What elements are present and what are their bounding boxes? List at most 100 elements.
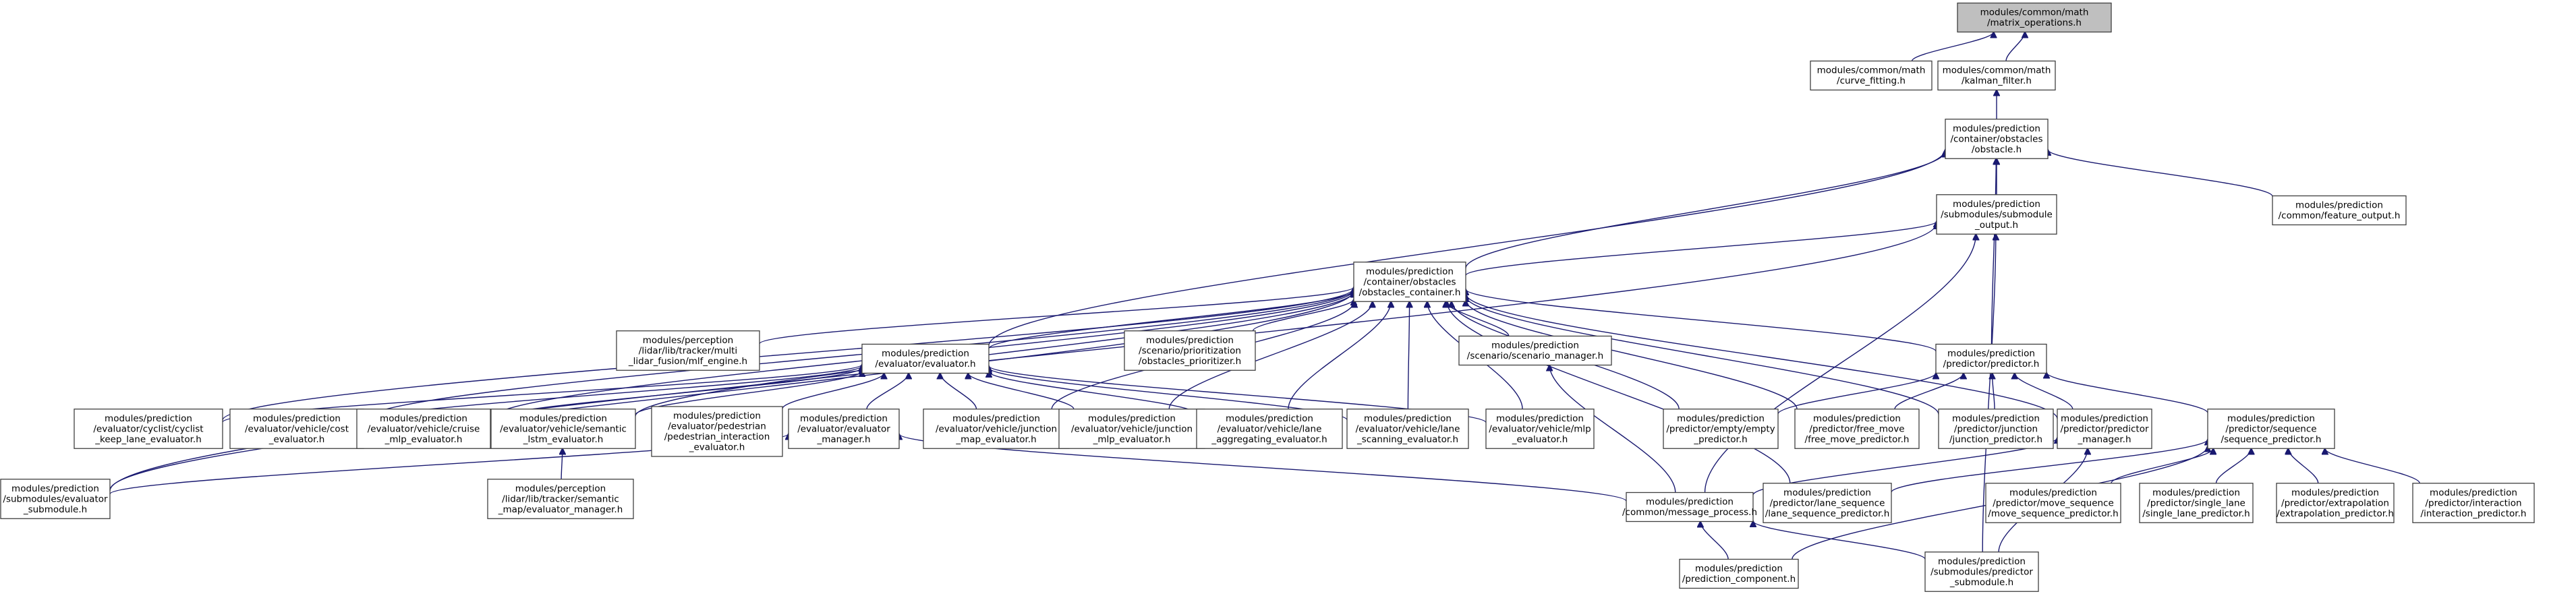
node-box[interactable]: [651, 406, 783, 457]
graph-node[interactable]: modules/prediction/predictor/interaction…: [2412, 483, 2535, 523]
graph-node[interactable]: modules/prediction/submodules/submodule_…: [1936, 194, 2057, 235]
graph-node[interactable]: modules/prediction/evaluator/vehicle/jun…: [923, 409, 1070, 449]
node-label-line: _mlp_evaluator.h: [384, 434, 463, 445]
graph-node[interactable]: modules/prediction/evaluator/vehicle/lan…: [1346, 409, 1469, 449]
graph-node[interactable]: modules/prediction/common/feature_output…: [2272, 195, 2407, 226]
graph-node[interactable]: modules/prediction/evaluator/vehicle/lan…: [1196, 409, 1343, 449]
dependency-edge: [1982, 234, 1996, 552]
node-box[interactable]: [1679, 558, 1799, 589]
node-box[interactable]: [1058, 409, 1205, 449]
node-label-line: /predictor/predictor: [2060, 423, 2148, 434]
dependency-edge: [2015, 374, 2073, 409]
graph-node[interactable]: modules/prediction/predictor/predictor.h: [1935, 343, 2047, 374]
node-label-line: modules/prediction: [105, 413, 192, 424]
node-label-line: /evaluator/vehicle/lane: [1218, 423, 1322, 434]
dependency-edge: [1911, 32, 1994, 61]
node-box[interactable]: [1938, 409, 2054, 449]
root-node-box[interactable]: [1957, 2, 2112, 33]
graph-node[interactable]: modules/prediction/evaluator/vehicle/sem…: [490, 409, 636, 449]
graph-node[interactable]: modules/prediction/predictor/single_lane…: [2139, 483, 2254, 523]
graph-node[interactable]: modules/prediction/evaluator/vehicle/mlp…: [1485, 409, 1595, 449]
graph-node[interactable]: modules/prediction/predictor/empty/empty…: [1663, 409, 1779, 449]
node-label-line: modules/prediction: [2227, 413, 2315, 424]
node-label-line: modules/prediction: [2430, 487, 2517, 498]
graph-node[interactable]: modules/perception/lidar/lib/tracker/sem…: [487, 479, 634, 519]
node-label-line: modules/prediction: [253, 413, 341, 424]
graph-node[interactable]: modules/prediction/predictor/junction/ju…: [1938, 409, 2054, 449]
node-label-line: /container/obstacles: [1950, 133, 2042, 144]
graph-node[interactable]: modules/common/math/curve_fitting.h: [1810, 60, 1933, 91]
node-box[interactable]: [1935, 343, 2047, 374]
graph-node[interactable]: modules/prediction/predictor/extrapolati…: [2276, 483, 2395, 523]
dependency-edge: [1549, 365, 1676, 493]
graph-node[interactable]: modules/prediction/container/obstacles/o…: [1945, 119, 2049, 159]
dependency-edge: [2005, 32, 2025, 61]
graph-node[interactable]: modules/prediction/common/message_proces…: [1622, 491, 1757, 523]
graph-node[interactable]: modules/prediction/evaluator/pedestrian/…: [651, 406, 783, 457]
node-label-line: modules/common/math: [1817, 65, 1926, 76]
node-box[interactable]: [1346, 409, 1469, 449]
node-box[interactable]: [356, 409, 491, 449]
graph-node[interactable]: modules/prediction/predictor/move_sequen…: [1985, 483, 2121, 523]
node-box[interactable]: [490, 409, 636, 449]
node-box[interactable]: [2276, 483, 2395, 523]
node-box[interactable]: [2139, 483, 2254, 523]
graph-node[interactable]: modules/prediction/predictor/lane_sequen…: [1763, 483, 1892, 523]
graph-node[interactable]: modules/prediction/evaluator/evaluator.h: [861, 343, 990, 374]
graph-node[interactable]: modules/prediction/predictor/sequence/se…: [2207, 409, 2335, 449]
node-label-line: /obstacle.h: [1972, 144, 2022, 155]
node-box[interactable]: [1985, 483, 2121, 523]
node-box[interactable]: [1663, 409, 1779, 449]
graph-node[interactable]: modules/prediction/scenario/prioritizati…: [1124, 330, 1256, 371]
node-label-line: /lidar/lib/tracker/multi: [639, 345, 737, 356]
node-box[interactable]: [1124, 330, 1256, 371]
node-box[interactable]: [1945, 119, 2049, 159]
node-label-line: modules/prediction: [1695, 564, 1783, 574]
node-box[interactable]: [1763, 483, 1892, 523]
node-box[interactable]: [1626, 491, 1754, 523]
graph-node[interactable]: modules/perception/lidar/lib/tracker/mul…: [616, 330, 760, 371]
node-box[interactable]: [861, 343, 990, 374]
dependency-edge: [1777, 373, 1936, 415]
graph-node[interactable]: modules/prediction/scenario/scenario_man…: [1458, 335, 1612, 366]
graph-node[interactable]: modules/prediction/evaluator/vehicle/jun…: [1058, 409, 1205, 449]
node-box[interactable]: [2272, 195, 2407, 226]
node-label-line: _map_evaluator.h: [955, 434, 1036, 445]
graph-node[interactable]: modules/prediction/submodules/predictor_…: [1924, 552, 2039, 592]
graph-node[interactable]: modules/prediction/submodules/evaluator_…: [0, 479, 111, 519]
node-box[interactable]: [1196, 409, 1343, 449]
node-label-line: /evaluator/vehicle/lane: [1356, 423, 1460, 434]
graph-node[interactable]: modules/prediction/predictor/predictor_m…: [2057, 409, 2152, 449]
node-box[interactable]: [1353, 262, 1466, 302]
node-box[interactable]: [2412, 483, 2535, 523]
node-label-line: _evaluator.h: [689, 442, 745, 453]
node-box[interactable]: [1937, 60, 2056, 91]
graph-node[interactable]: modules/common/math/kalman_filter.h: [1937, 60, 2056, 91]
dependency-edge: [1408, 301, 1409, 409]
node-label-line: /evaluator/vehicle/cost: [245, 423, 349, 434]
node-box[interactable]: [1485, 409, 1595, 449]
node-box[interactable]: [487, 479, 634, 519]
node-box[interactable]: [1936, 194, 2057, 235]
node-box[interactable]: [616, 330, 760, 371]
node-box[interactable]: [1810, 60, 1933, 91]
node-box[interactable]: [788, 409, 900, 449]
graph-node[interactable]: modules/prediction/evaluator/evaluator_m…: [788, 409, 900, 449]
node-box[interactable]: [2207, 409, 2335, 449]
graph-node[interactable]: modules/prediction/evaluator/cyclist/cyc…: [74, 409, 223, 449]
node-box[interactable]: [74, 409, 223, 449]
graph-node[interactable]: modules/prediction/evaluator/vehicle/cru…: [356, 409, 491, 449]
graph-node[interactable]: modules/common/math/matrix_operations.h: [1957, 2, 2112, 33]
node-box[interactable]: [229, 409, 364, 449]
node-box[interactable]: [1458, 335, 1612, 366]
graph-node[interactable]: modules/prediction/evaluator/vehicle/cos…: [229, 409, 364, 449]
node-box[interactable]: [1924, 552, 2039, 592]
graph-node[interactable]: modules/prediction/container/obstacles/o…: [1353, 262, 1466, 302]
graph-node[interactable]: modules/prediction/predictor/free_move/f…: [1794, 409, 1920, 449]
node-box[interactable]: [923, 409, 1070, 449]
graph-node[interactable]: modules/prediction/prediction_component.…: [1679, 558, 1799, 589]
node-label-line: _manager.h: [2077, 434, 2131, 445]
node-box[interactable]: [0, 479, 111, 519]
node-box[interactable]: [1794, 409, 1920, 449]
node-box[interactable]: [2057, 409, 2152, 449]
